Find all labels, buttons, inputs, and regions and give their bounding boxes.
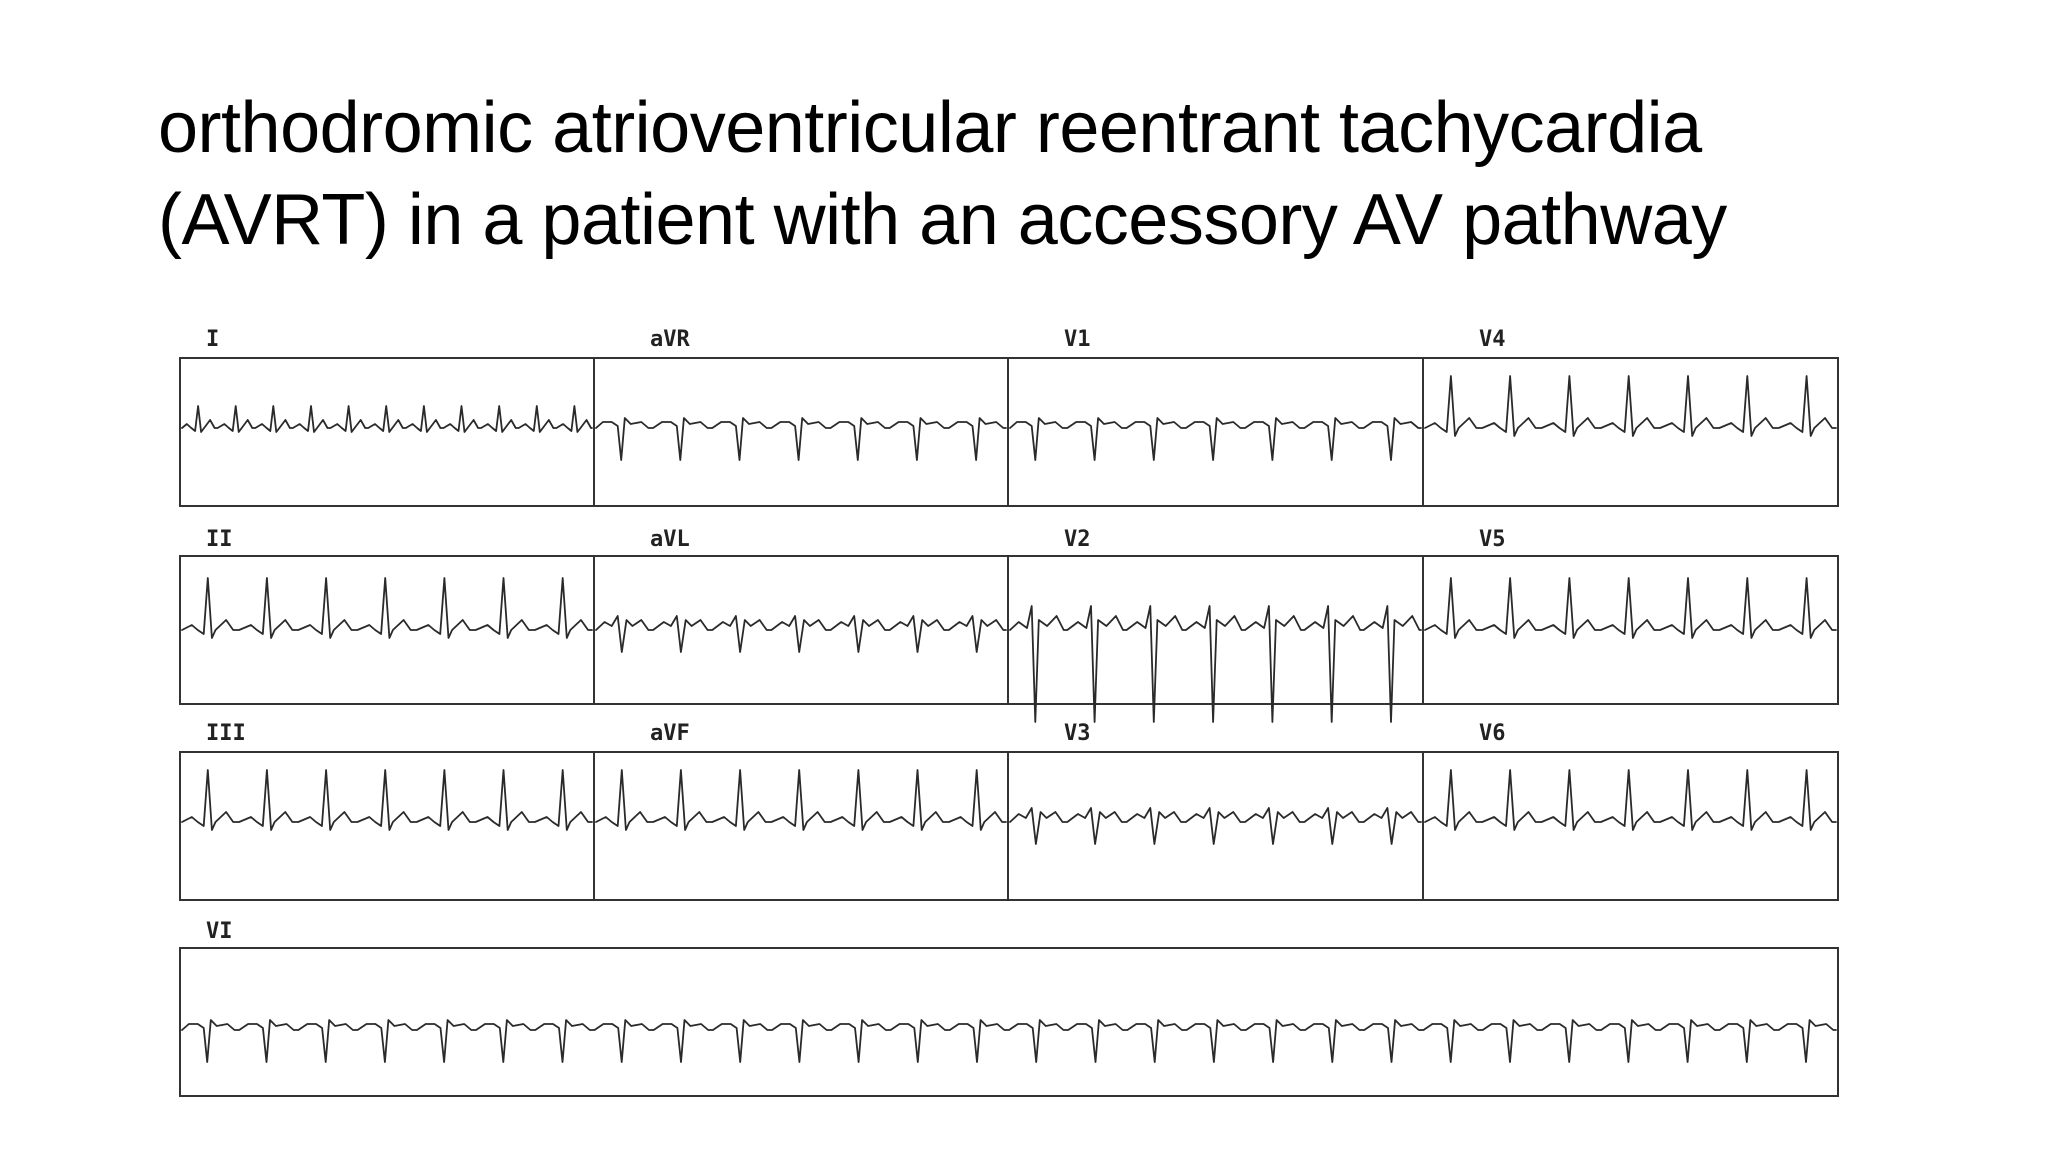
ecg-trace-avf — [595, 769, 1007, 831]
ecg-trace-vi — [181, 1019, 1837, 1063]
lead-label-v1: V1 — [1064, 327, 1091, 352]
ecg-trace-iii — [181, 769, 593, 831]
lead-label-v3: V3 — [1064, 721, 1091, 746]
lead-label-avr: aVR — [650, 327, 690, 352]
lead-label-avf: aVF — [650, 721, 690, 746]
lead-label-v5: V5 — [1479, 527, 1506, 552]
ecg-trace-v6 — [1424, 769, 1837, 831]
lead-label-avl: aVL — [650, 527, 690, 552]
lead-label-iii: III — [206, 721, 246, 746]
ecg-trace-v1 — [1009, 417, 1422, 461]
slide-title-line-1: orthodromic atrioventricular reentrant t… — [158, 88, 1702, 168]
ecg-trace-v3 — [1009, 807, 1422, 845]
lead-label-ii: II — [206, 527, 233, 552]
ecg-trace-i — [181, 405, 593, 433]
ecg-trace-ii — [181, 577, 593, 639]
ecg-rhythm-strip — [179, 947, 1839, 1097]
ecg-trace-avl — [595, 615, 1007, 653]
slide-title: orthodromic atrioventricular reentrant t… — [158, 82, 1958, 266]
ecg-trace-v2 — [1009, 605, 1422, 723]
ecg-trace-avr — [595, 417, 1007, 461]
lead-label-v6: V6 — [1479, 721, 1506, 746]
ecg-trace-v5 — [1424, 577, 1837, 639]
lead-label-vi: VI — [206, 919, 233, 944]
lead-label-i: I — [206, 327, 219, 352]
lead-label-v4: V4 — [1479, 327, 1506, 352]
slide-title-line-2: (AVRT) in a patient with an accessory AV… — [158, 180, 1727, 260]
lead-label-v2: V2 — [1064, 527, 1091, 552]
ecg-trace-v4 — [1424, 375, 1837, 437]
